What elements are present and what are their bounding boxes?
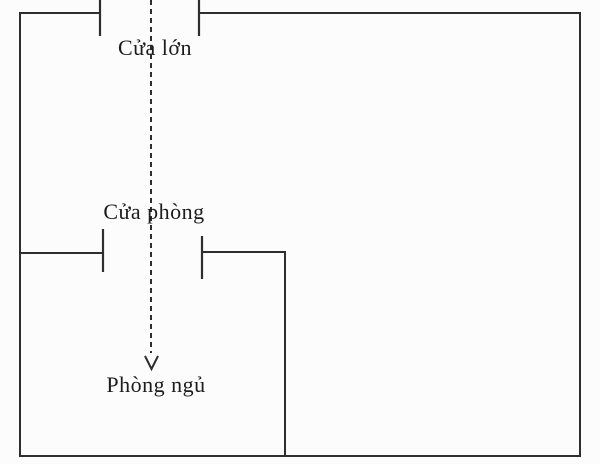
bedroom-walls: [20, 251, 286, 456]
outer-wall-outline: [19, 12, 581, 457]
bedroom-wall-right-segment: [202, 251, 286, 456]
outer-walls: [19, 12, 581, 457]
room-door: [101, 229, 204, 279]
entry-path: [144, 0, 159, 372]
bedroom-label: Phòng ngủ: [106, 372, 205, 397]
room-door-label: Cửa phòng: [103, 199, 204, 224]
arrow-down-icon: [144, 355, 159, 372]
main-door-label: Cửa lớn: [118, 35, 192, 60]
main-door: [98, 0, 201, 36]
